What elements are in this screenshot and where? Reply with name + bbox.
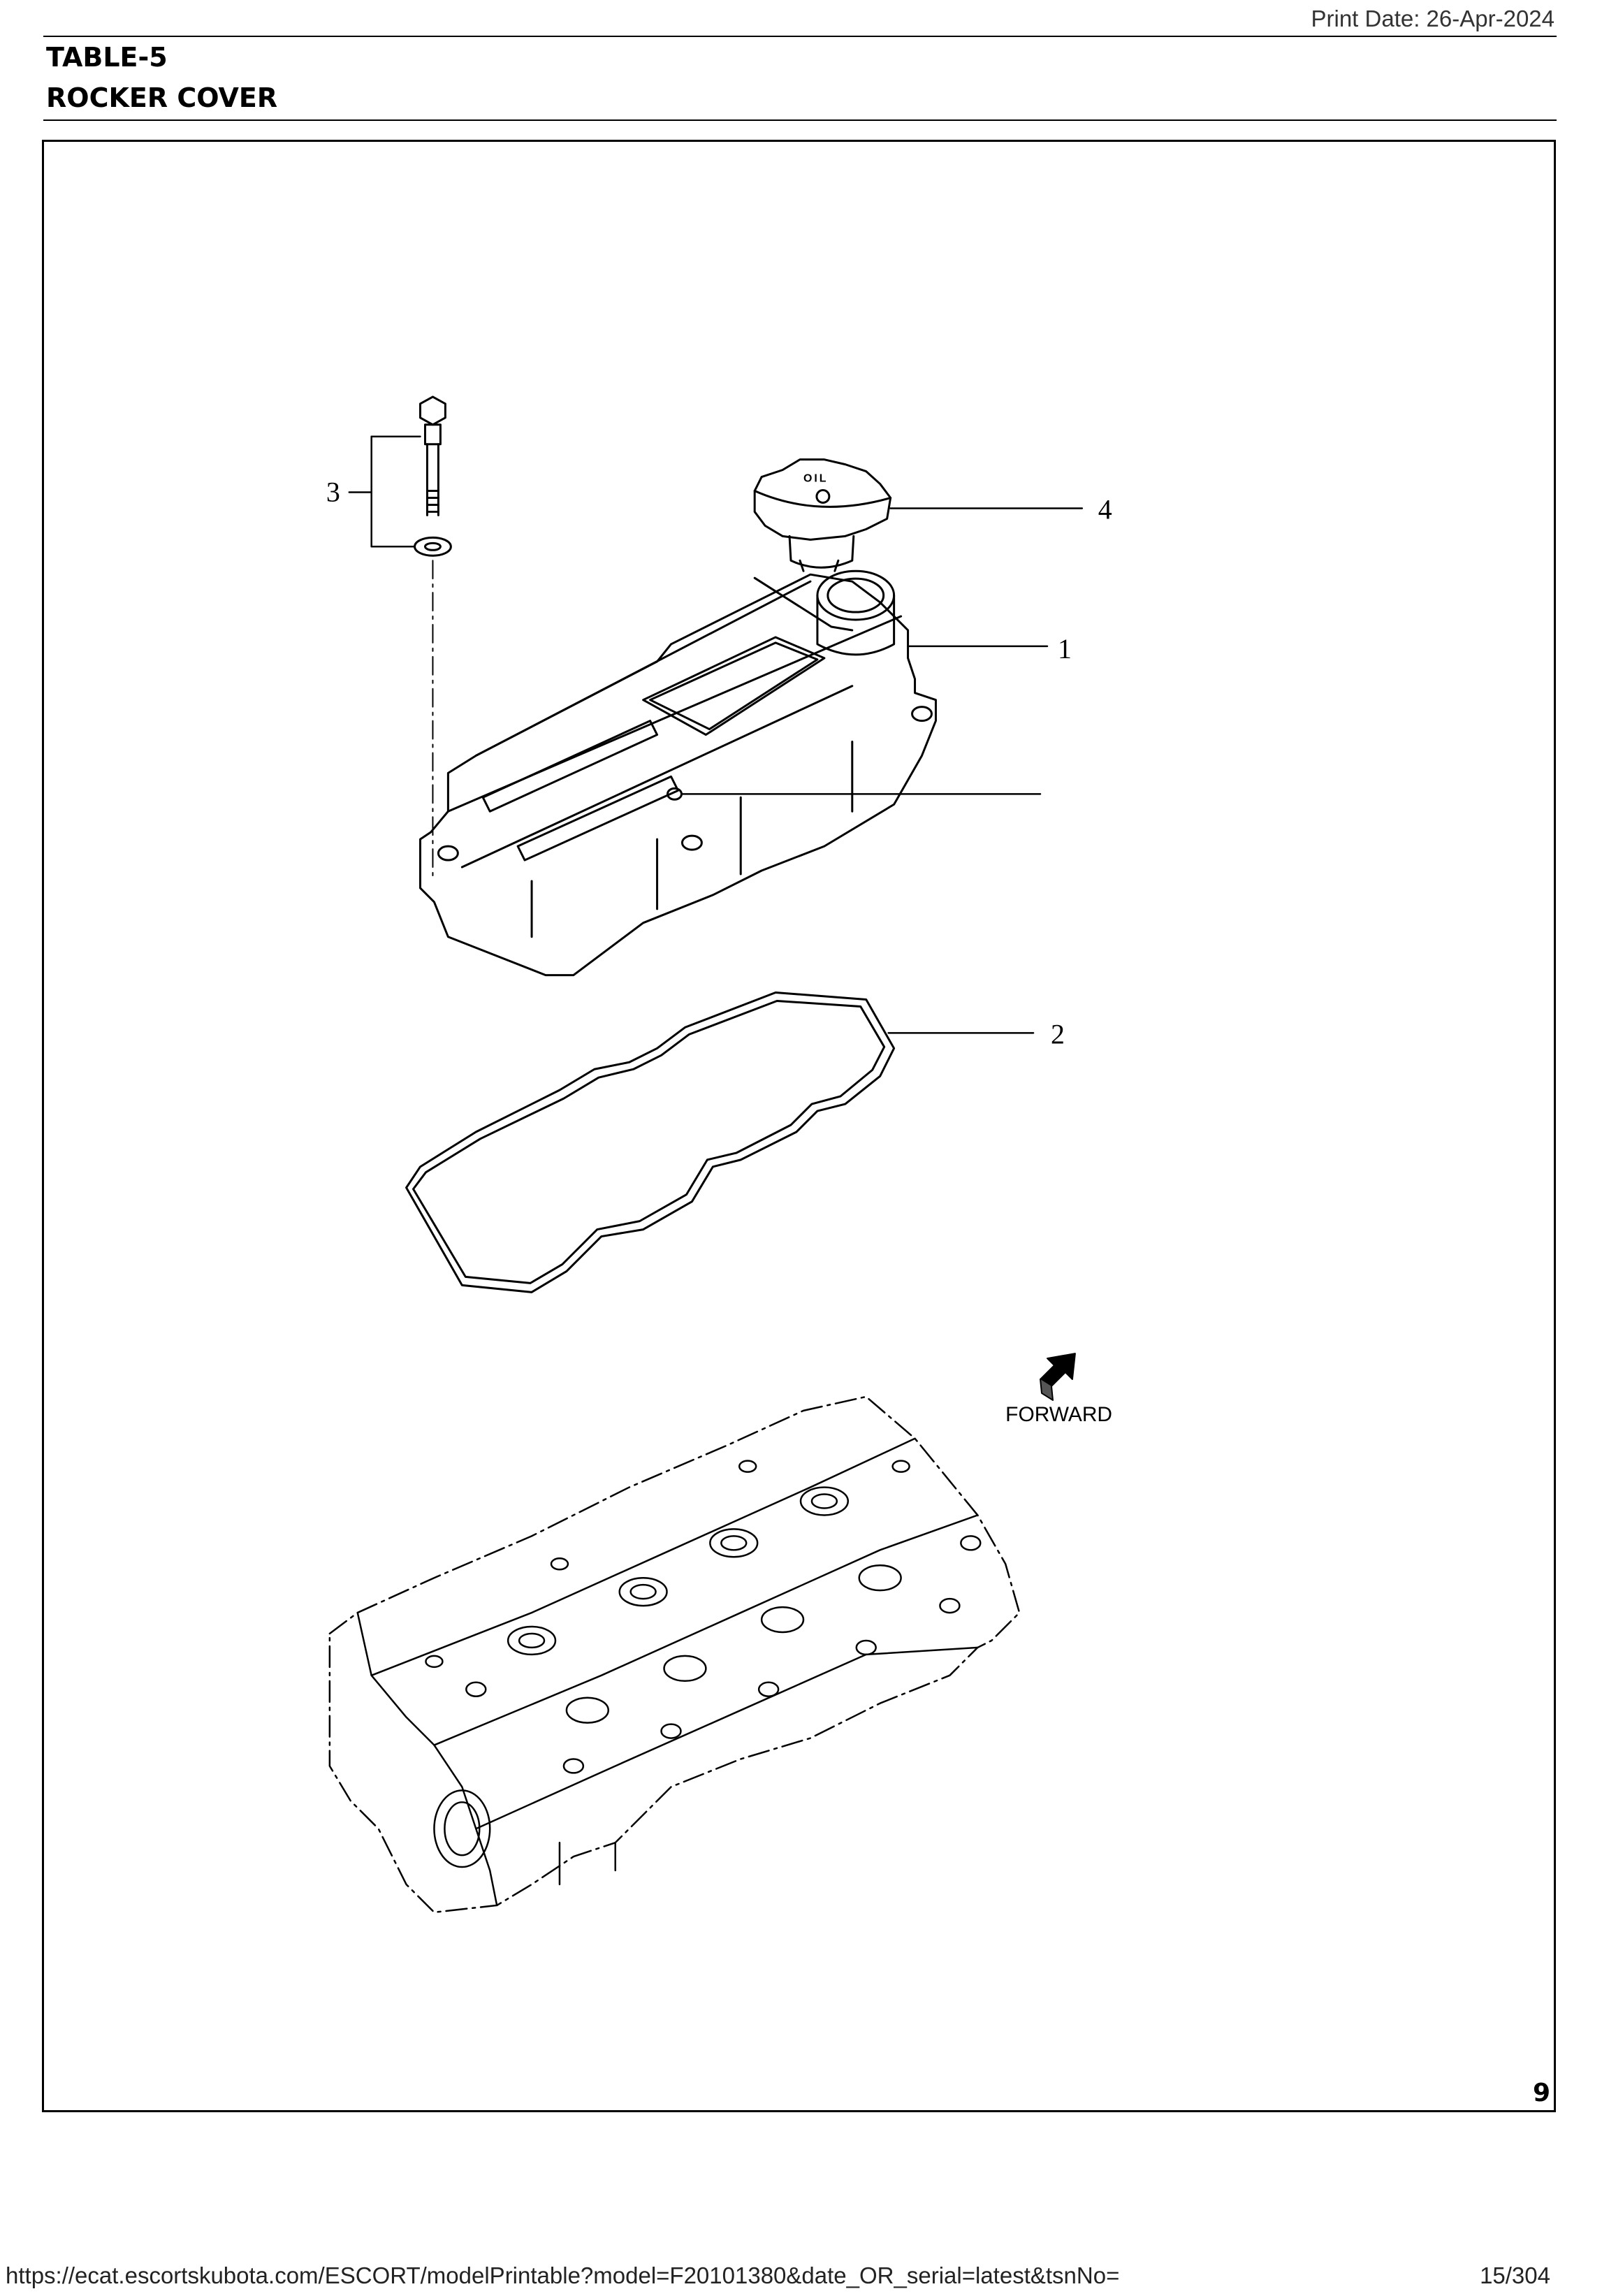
page-number: 9	[1532, 2079, 1550, 2107]
callout-4: 4	[1098, 493, 1112, 525]
callout-3: 3	[326, 476, 340, 507]
exploded-parts-diagram: 3 OIL 4	[326, 395, 1112, 1914]
print-date: Print Date: 26-Apr-2024	[1311, 6, 1554, 31]
forward-label: FORWARD	[1005, 1403, 1112, 1426]
cap-marking: OIL	[803, 473, 829, 485]
cylinder-head-reference	[328, 1395, 1021, 1914]
table-number: TABLE-5	[46, 42, 168, 73]
forward-arrow-icon	[1040, 1353, 1076, 1401]
oil-filler-cap: OIL	[753, 458, 892, 572]
callout-1: 1	[1058, 633, 1072, 664]
footer-sheet-count: 15/304	[1480, 2262, 1550, 2288]
header-rule-top	[43, 36, 1557, 37]
table-title: ROCKER COVER	[46, 82, 278, 113]
callout-3-leader	[348, 435, 421, 548]
rocker-cover	[419, 569, 937, 977]
header-rule-bottom	[43, 119, 1557, 121]
callout-2: 2	[1051, 1018, 1065, 1049]
bolt-with-washer	[414, 395, 452, 882]
footer-url: https://ecat.escortskubota.com/ESCORT/mo…	[6, 2262, 1120, 2288]
exploded-diagram-frame: 3 OIL 4	[42, 140, 1556, 2112]
rocker-cover-gasket	[405, 991, 896, 1293]
